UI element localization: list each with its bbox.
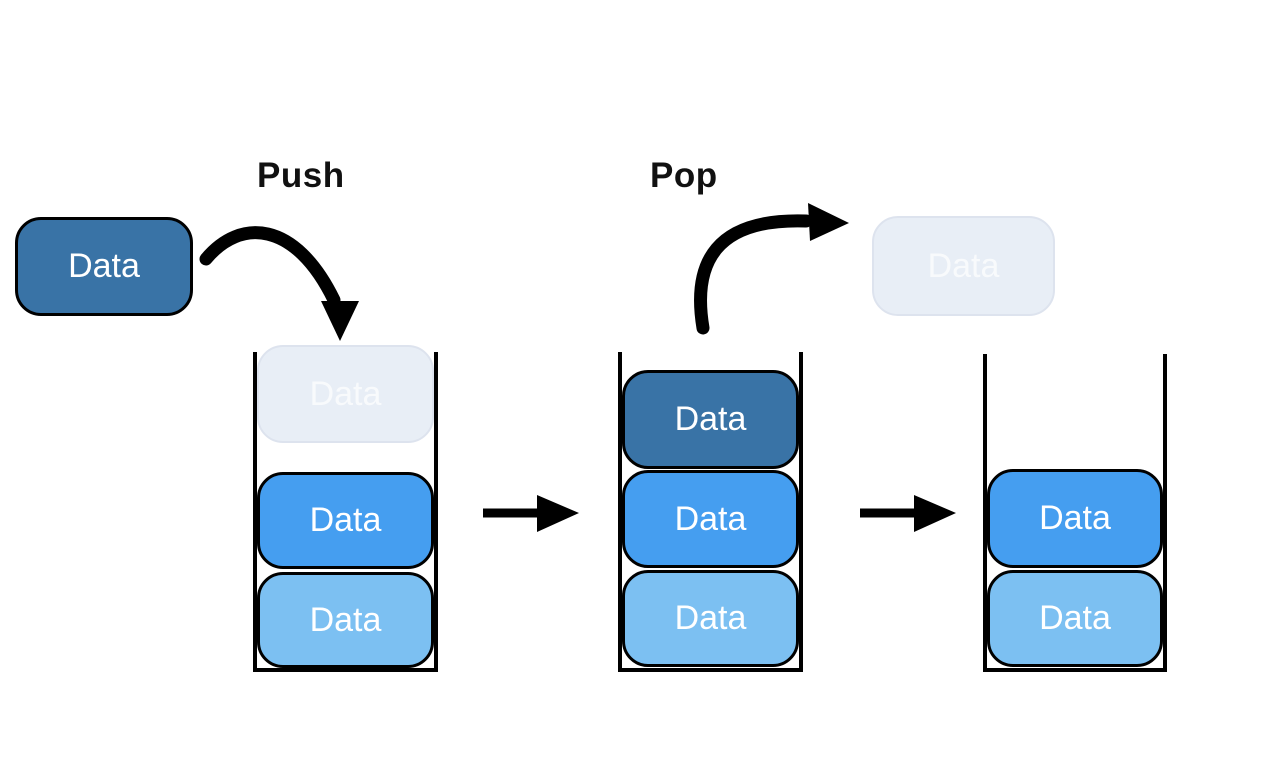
stack-item-label: Data [674,599,747,637]
stack-item: Data [257,572,434,668]
incoming-data-box-label: Data [68,247,140,285]
push-label: Push [257,156,345,195]
stack-item-top: Data [987,469,1163,568]
pop-label: Pop [650,156,718,195]
transition-arrow-2-icon [860,495,956,532]
stack-item-label: Data [309,600,382,639]
stack-before-push: Data Data Data [253,345,438,672]
stack-item-top: Data [622,370,799,469]
stack-item-label: Data [674,400,747,438]
popped-data-box-label: Data [927,246,1000,285]
stack-item-label: Data [1039,499,1111,537]
stack-item: Data [622,470,799,568]
stack-item-ghost: Data [257,345,434,443]
incoming-data-box: Data [15,217,193,316]
push-arrow-icon [199,226,359,341]
stack-item-label: Data [309,374,382,413]
stack-item-label: Data [674,499,747,538]
stack-item-label: Data [309,501,382,539]
popped-data-box: Data [872,216,1055,316]
stack-item: Data [622,570,799,667]
transition-arrow-1-icon [483,495,579,532]
stack-after-pop: Data Data [983,354,1167,672]
stack-item: Data [257,472,434,569]
stack-item: Data [987,570,1163,667]
stack-item-label: Data [1039,599,1111,637]
stack-after-push: Data Data Data [618,352,803,672]
pop-arrow-icon [694,203,849,335]
